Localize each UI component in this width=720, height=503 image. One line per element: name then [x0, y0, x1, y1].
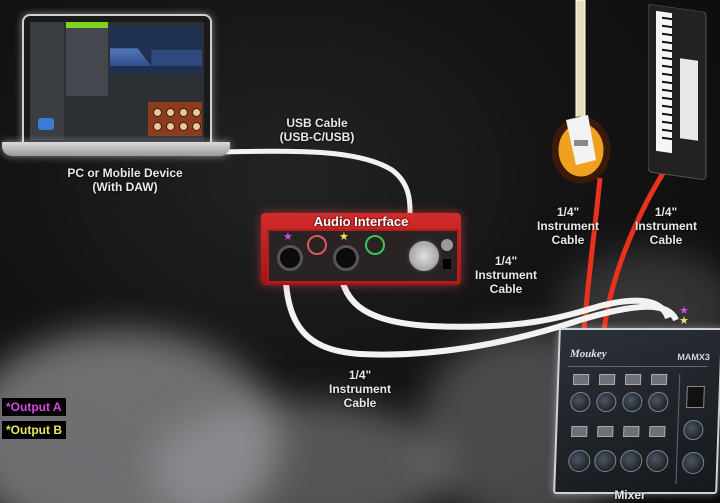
- laptop-screen: [22, 14, 212, 146]
- gain-1-knob: [307, 235, 327, 255]
- audio-interface-label: Audio Interface: [313, 214, 409, 229]
- output-a-star-icon: ★: [283, 231, 293, 243]
- mixer-model: MAMX3: [677, 352, 711, 362]
- daw-screen: [30, 22, 204, 140]
- electric-guitar: [548, 0, 618, 185]
- output-a-star-icon: ★: [679, 305, 689, 317]
- input-1-jack: [277, 245, 303, 271]
- legend-output-a: *Output A: [2, 398, 66, 416]
- gain-2-knob: [365, 235, 385, 255]
- plugin-panel: [148, 102, 202, 136]
- mixer-label: Mixer: [614, 488, 646, 502]
- keyboard-cable: [601, 168, 668, 331]
- audio-interface: Audio Interface ★ ★: [261, 213, 461, 285]
- usb-cable-label: USB Cable (USB-C/USB): [279, 116, 355, 144]
- guitar-icon: [551, 0, 611, 184]
- mixer-device: Moukey MAMX3: [553, 328, 720, 494]
- output-b-star-icon: ★: [339, 231, 349, 243]
- output-b-cable: [337, 259, 671, 330]
- computer-label: PC or Mobile Device (With DAW): [67, 166, 183, 194]
- input-2-jack: [333, 245, 359, 271]
- keyboard-icon: [647, 3, 707, 180]
- legend-output-b: *Output B: [2, 421, 66, 439]
- usb-cable: [221, 148, 413, 223]
- keyboard-instrument: [647, 3, 708, 182]
- output-a-cable: [282, 259, 679, 358]
- laptop-keyboard-base: [2, 142, 230, 156]
- output-b-star-icon: ★: [679, 315, 689, 327]
- mixer-brand: Moukey: [569, 348, 607, 360]
- monitor-knob: [407, 239, 441, 273]
- computer-device: [2, 14, 230, 162]
